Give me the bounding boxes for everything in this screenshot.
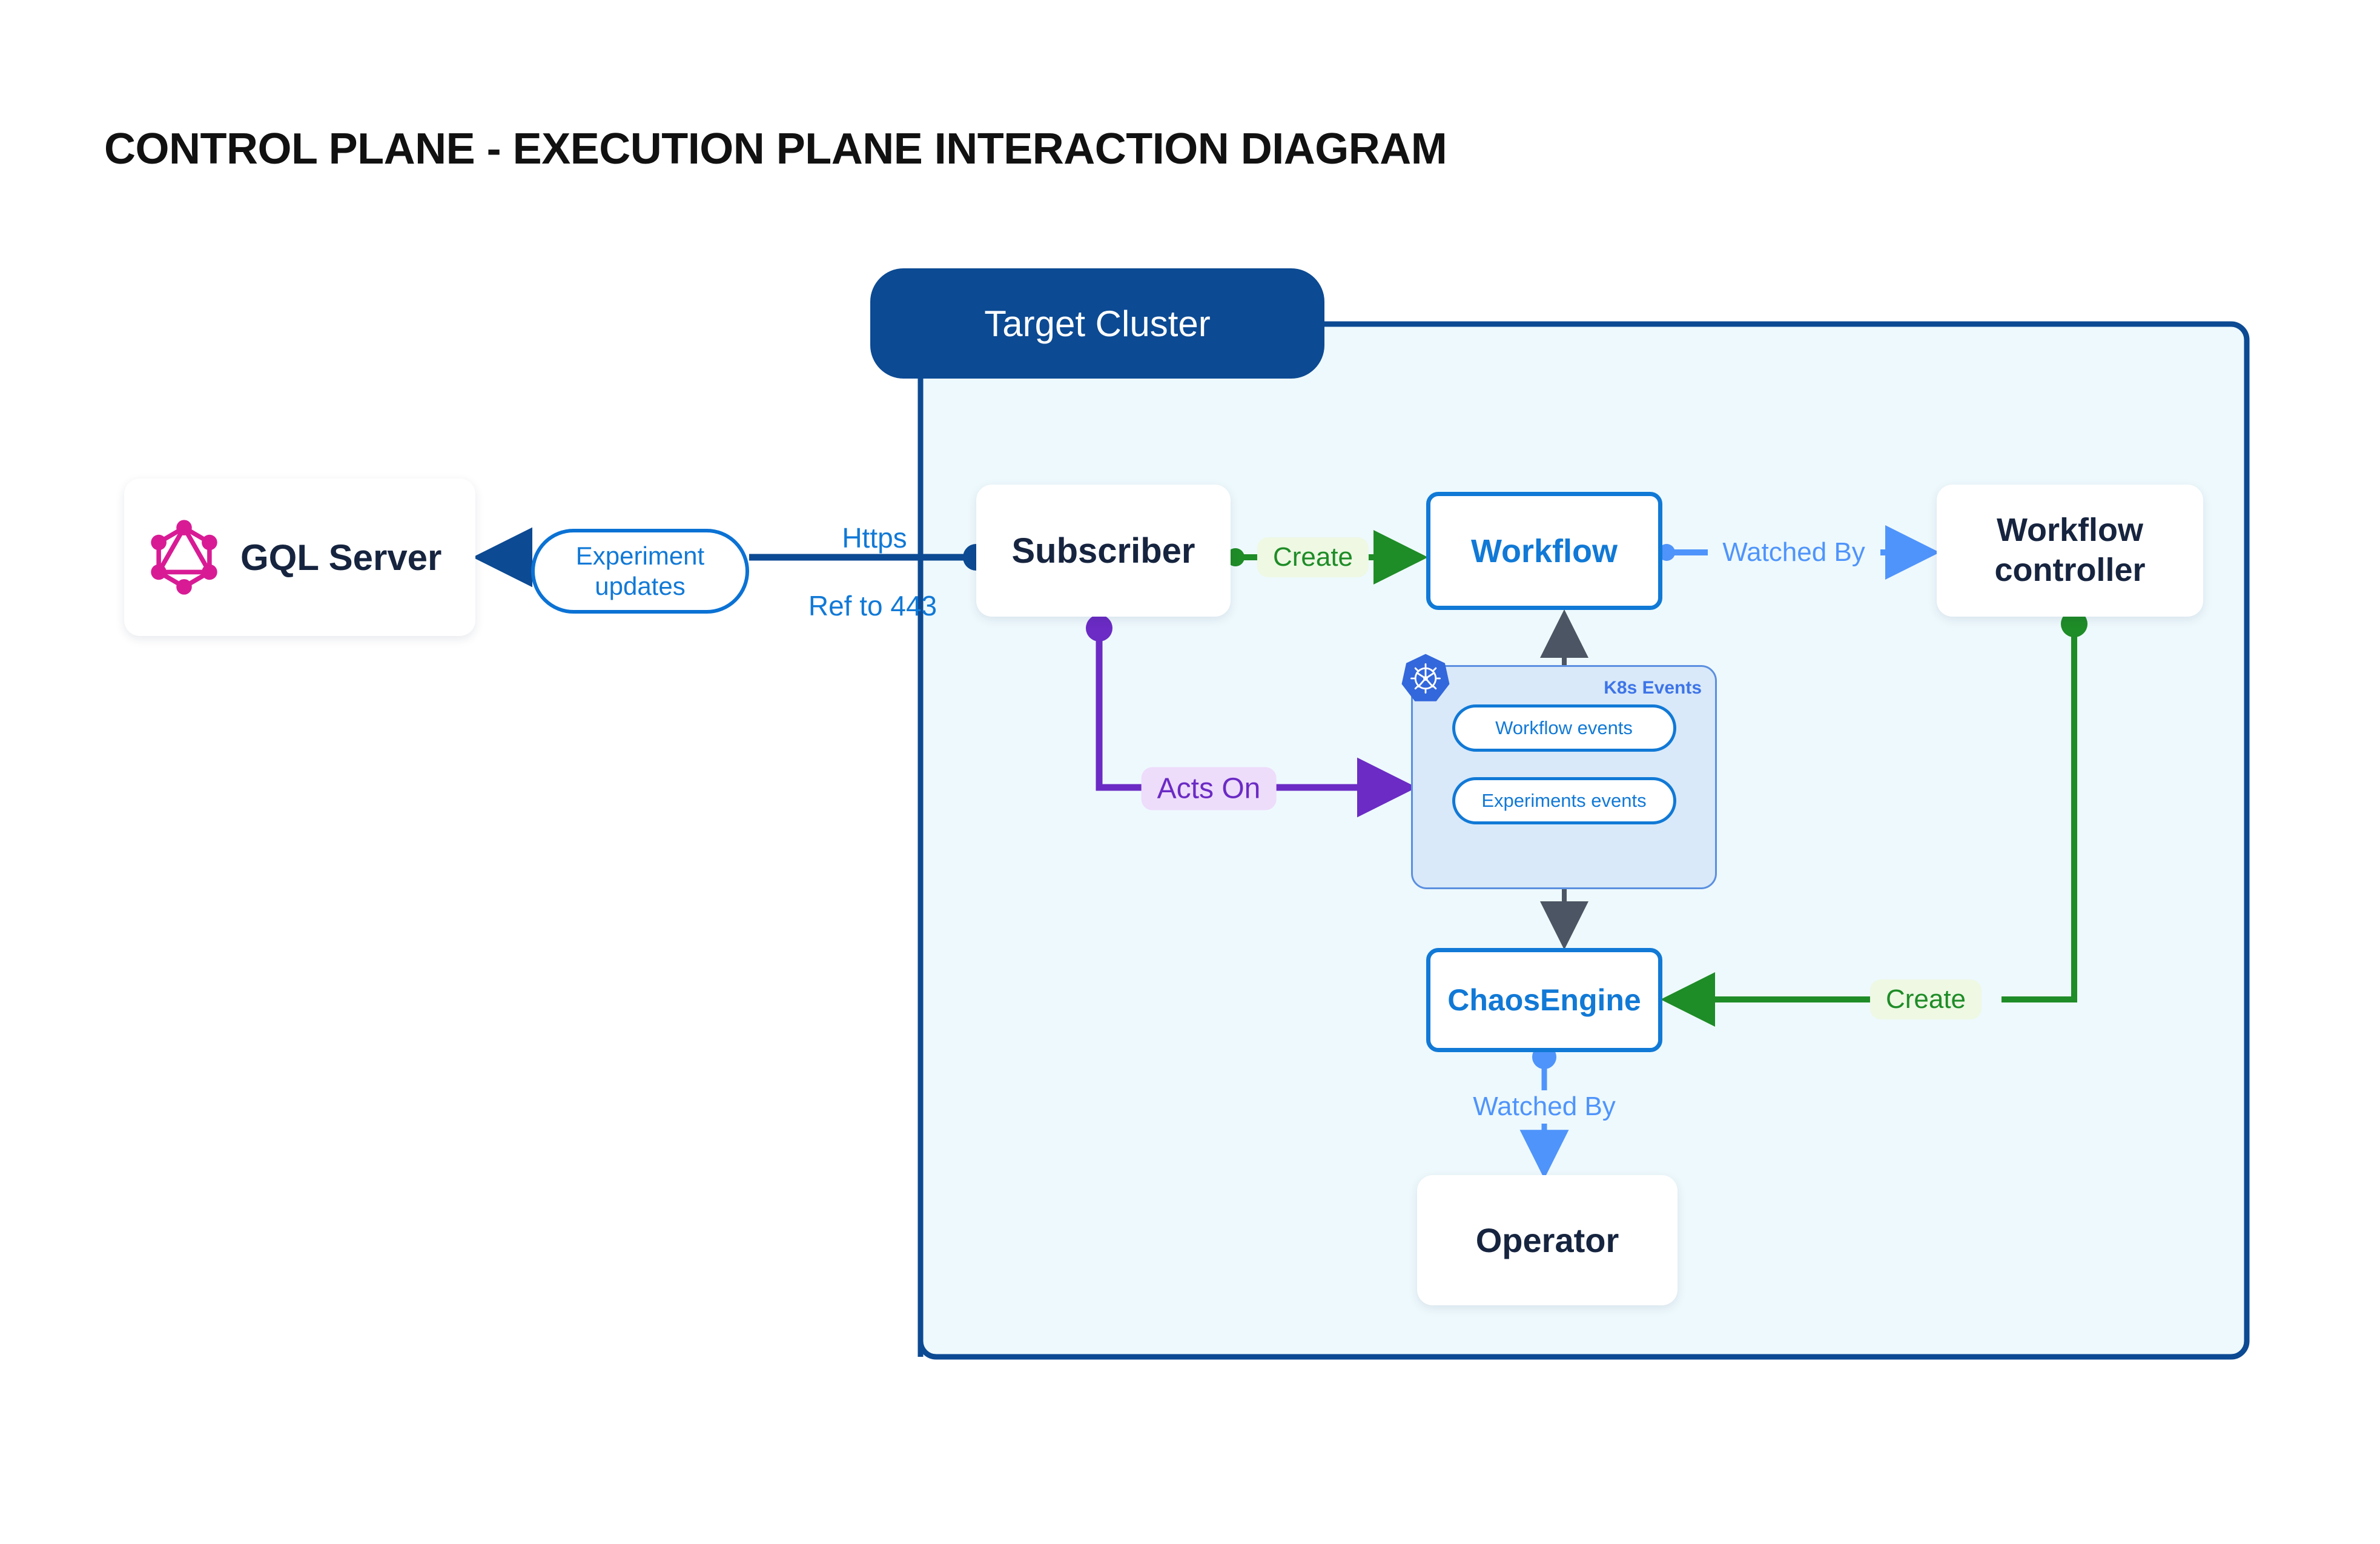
node-operator-label: Operator — [1475, 1221, 1619, 1259]
edge-label-experiment-updates-line2: updates — [595, 572, 686, 600]
k8s-chip-workflow-events-label: Workflow events — [1495, 717, 1633, 738]
node-workflow-controller-line2: controller — [1994, 552, 2146, 588]
k8s-chip-experiments-events-label: Experiments events — [1481, 790, 1647, 811]
edge-controller-create-path — [2002, 624, 2077, 1002]
node-chaos-engine-label: ChaosEngine — [1447, 983, 1641, 1017]
node-workflow-label: Workflow — [1471, 532, 1618, 569]
edge-label-acts-on: Acts On — [1141, 767, 1277, 810]
node-operator[interactable]: Operator — [1417, 1175, 1678, 1305]
edge-label-watched-by-controller: Watched By — [1722, 537, 1865, 567]
edge-label-https: Https — [842, 522, 907, 554]
k8s-events-panel: K8s Events Workflow events Experiments e… — [1411, 665, 1717, 889]
edge-label-create-workflow: Create — [1257, 537, 1369, 577]
node-workflow-controller-line1: Workflow — [1997, 512, 2143, 549]
node-chaos-engine[interactable]: ChaosEngine — [1426, 948, 1662, 1052]
node-subscriber[interactable]: Subscriber — [976, 485, 1231, 617]
edge-label-ref-to-443: Ref to 443 — [808, 590, 937, 621]
edge-label-watched-by-operator: Watched By — [1473, 1092, 1616, 1121]
cluster-title-pill: Target Cluster — [870, 268, 1324, 379]
edge-label-experiment-updates: Experiment updates — [531, 529, 749, 614]
k8s-events-title: K8s Events — [1604, 678, 1702, 698]
node-subscriber-label: Subscriber — [1011, 531, 1195, 571]
graphql-logo-icon — [148, 519, 220, 596]
edge-label-experiment-updates-line1: Experiment — [575, 542, 705, 571]
node-gql-server-label: GQL Server — [240, 537, 442, 578]
kubernetes-logo-icon — [1400, 653, 1451, 704]
node-gql-server[interactable]: GQL Server — [124, 479, 475, 636]
cluster-title-label: Target Cluster — [984, 303, 1211, 344]
edge-acts-on-path — [1096, 628, 1154, 791]
page-title: CONTROL PLANE - EXECUTION PLANE INTERACT… — [104, 125, 1447, 173]
node-workflow-controller[interactable]: Workflow controller — [1937, 485, 2203, 617]
k8s-chip-workflow-events[interactable]: Workflow events — [1452, 704, 1676, 752]
node-workflow[interactable]: Workflow — [1426, 492, 1662, 610]
k8s-chip-experiments-events[interactable]: Experiments events — [1452, 777, 1676, 824]
edge-label-create-chaosengine: Create — [1869, 979, 1982, 1019]
